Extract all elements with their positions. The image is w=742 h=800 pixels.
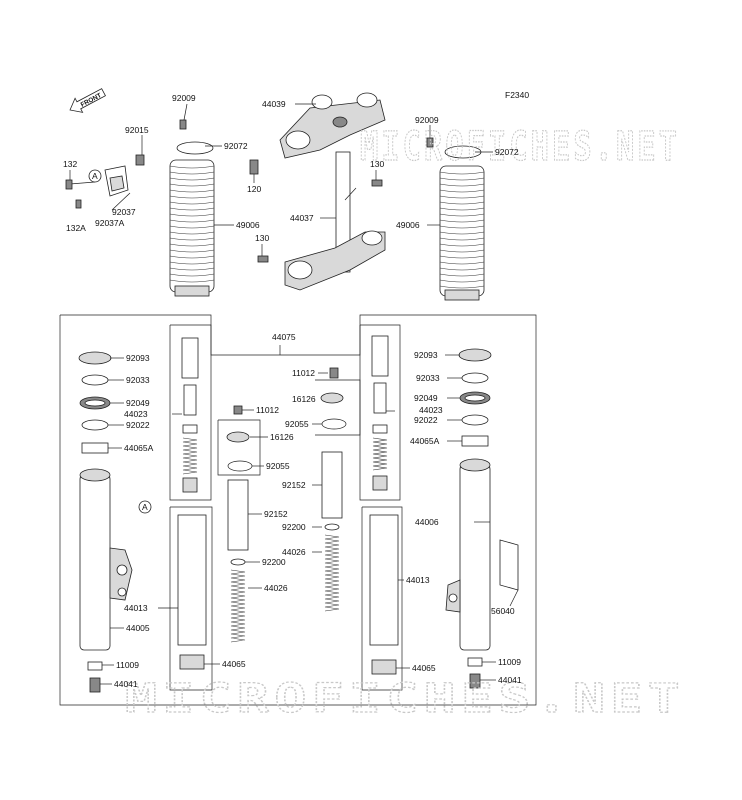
label-44041: 44041 (498, 675, 522, 685)
watermark-bottom: MICROFICHES.NET (125, 676, 685, 722)
label-92015: 92015 (125, 125, 149, 135)
leader-lines (69, 103, 519, 685)
label-92055: 92055 (285, 419, 309, 429)
label-11009: 11009 (498, 657, 521, 667)
seal-stack-right (458, 348, 492, 447)
label-92049: 92049 (414, 393, 438, 403)
inner-tube-left (177, 514, 207, 670)
callout-a-top: A (92, 171, 98, 181)
label-44039: 44039 (262, 99, 286, 109)
label-92037: 92037 (112, 207, 136, 217)
label-92152: 92152 (264, 509, 288, 519)
label-92033: 92033 (416, 373, 440, 383)
label-44023: 44023 (419, 405, 443, 415)
outer-tube-left: A (79, 468, 152, 693)
label-92055: 92055 (266, 461, 290, 471)
label-44041: 44041 (114, 679, 138, 689)
label-92072: 92072 (224, 141, 248, 151)
label-11012: 11012 (292, 368, 315, 378)
label-92037A: 92037A (95, 218, 125, 228)
label-92200: 92200 (282, 522, 306, 532)
label-92009: 92009 (415, 115, 439, 125)
center-parts (226, 367, 347, 643)
label-92033: 92033 (126, 375, 150, 385)
front-arrow: FRONT (69, 88, 106, 113)
label-56040: 56040 (491, 606, 515, 616)
label-92093: 92093 (414, 350, 438, 360)
steering-stem (257, 151, 386, 291)
label-16126: 16126 (292, 394, 316, 404)
label-44023: 44023 (124, 409, 148, 419)
label-44006: 44006 (415, 517, 439, 527)
assembly-frame (59, 314, 537, 706)
label-120: 120 (247, 184, 261, 194)
label-132A: 132A (66, 223, 86, 233)
damper-rod-left (181, 337, 199, 493)
label-92093: 92093 (126, 353, 150, 363)
upper-triple-clamp (249, 92, 386, 175)
label-92152: 92152 (282, 480, 306, 490)
label-92009: 92009 (172, 93, 196, 103)
label-44075: 44075 (272, 332, 296, 342)
label-44065: 44065 (412, 663, 436, 673)
callout-a-left: A (142, 502, 148, 512)
label-92022: 92022 (414, 415, 438, 425)
label-132: 132 (63, 159, 77, 169)
label-11009: 11009 (116, 660, 139, 670)
label-44013: 44013 (124, 603, 148, 613)
bolt-92009-left (179, 119, 187, 130)
label-16126: 16126 (270, 432, 294, 442)
label-44026: 44026 (264, 583, 288, 593)
label-130: 130 (370, 159, 384, 169)
inner-tube-right (369, 514, 399, 675)
label-11012: 11012 (256, 405, 279, 415)
label-92022: 92022 (126, 420, 150, 430)
label-92049: 92049 (126, 398, 150, 408)
label-49006: 49006 (236, 220, 260, 230)
label-44026: 44026 (282, 547, 306, 557)
label-44065A: 44065A (410, 436, 440, 446)
label-92200: 92200 (262, 557, 286, 567)
label-49006: 49006 (396, 220, 420, 230)
fork-boot-left (169, 141, 215, 297)
seal-stack-left (78, 351, 112, 454)
label-44065: 44065 (222, 659, 246, 669)
label-44005: 44005 (126, 623, 150, 633)
outer-tube-right (445, 458, 519, 689)
label-44037: 44037 (290, 213, 314, 223)
label-130: 130 (255, 233, 269, 243)
watermark-top: MICROFICHES.NET (360, 124, 680, 170)
figure-code: F2340 (505, 90, 529, 100)
bracket-assembly: A (65, 154, 145, 211)
part-labels: F2340 92009 44039 92015 92072 92009 9207… (63, 90, 529, 689)
damper-rod-right (371, 335, 389, 491)
label-92072: 92072 (495, 147, 519, 157)
label-44065A: 44065A (124, 443, 154, 453)
label-44013: 44013 (406, 575, 430, 585)
fork-boot-right (439, 145, 485, 301)
